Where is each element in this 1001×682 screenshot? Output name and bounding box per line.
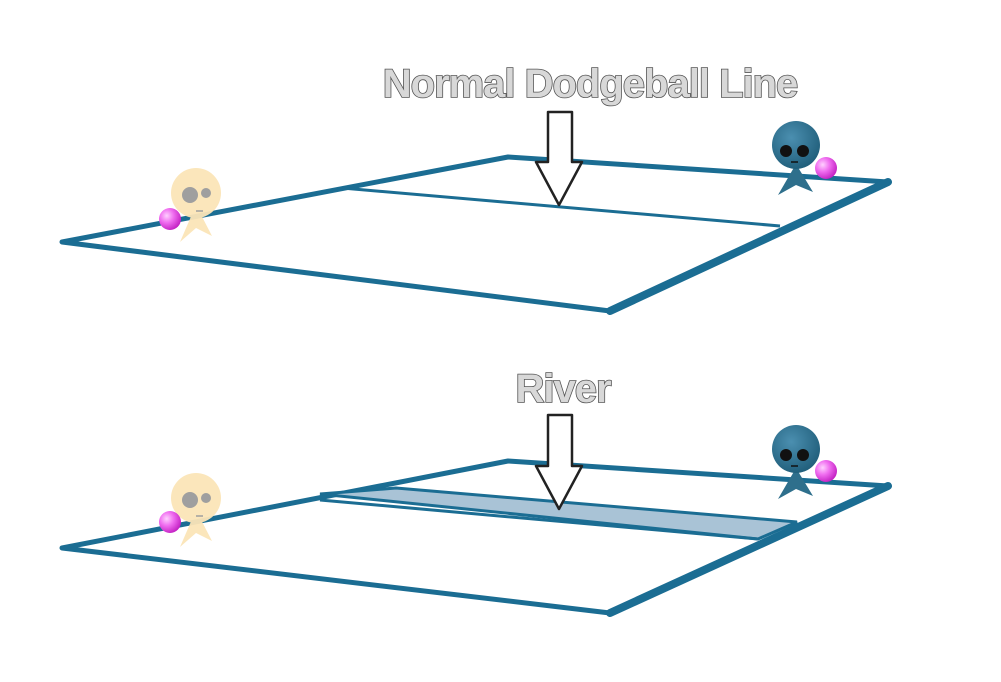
center-line [341,186,781,228]
river-band [319,486,798,541]
panel-river: River [59,366,892,617]
ball-icon [159,511,181,533]
down-arrow-icon [534,110,584,207]
right-player-icon [772,121,820,195]
left-player-icon [171,168,221,242]
ball-icon [815,460,837,482]
ball-icon [815,157,837,179]
left-player-icon [171,473,221,547]
right-player-icon [772,425,820,499]
down-arrow-icon [534,413,584,511]
panel-normal-line: Normal Dodgeball Line [59,61,892,315]
ball-icon [159,208,181,230]
panel-label: Normal Dodgeball Line [383,62,798,106]
river-near-bank [319,498,759,541]
panel-label: River [515,367,610,411]
court-near-edge-thick [606,178,892,315]
court-near-edge-thick [606,482,892,617]
